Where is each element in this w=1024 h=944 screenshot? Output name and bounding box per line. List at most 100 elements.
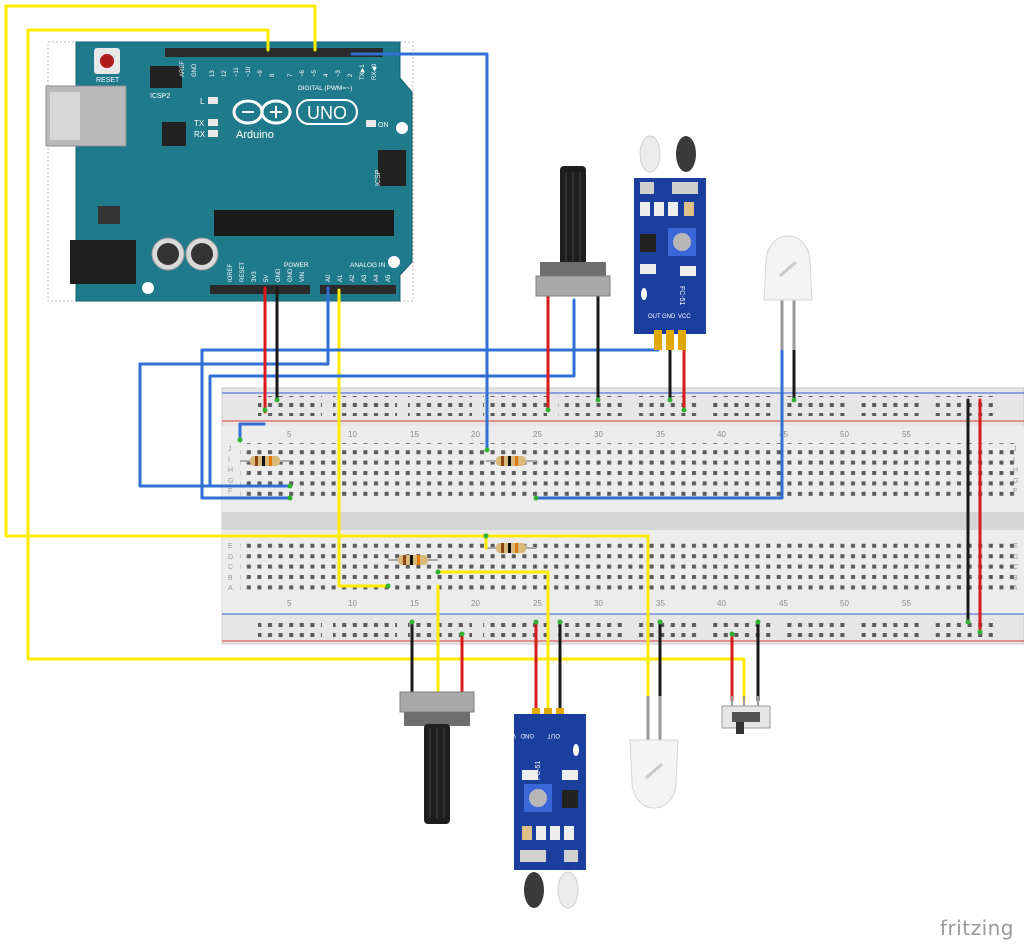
resistor	[486, 543, 536, 553]
yellow-wire	[337, 288, 390, 588]
row-letter: B	[1013, 575, 1018, 582]
pin-label: A0	[326, 274, 332, 282]
led-l-label: L	[200, 97, 205, 106]
wire-endpoints	[237, 397, 983, 637]
blue-wire	[350, 52, 489, 452]
resistor	[240, 456, 290, 466]
col-num: 45	[779, 430, 788, 439]
pin-label: ~5	[312, 69, 318, 77]
pin-label: A2	[350, 274, 356, 282]
white-led	[629, 696, 679, 809]
col-num: 35	[656, 430, 665, 439]
pin-label: GND	[662, 314, 676, 320]
col-num: 55	[902, 430, 911, 439]
blue-wire	[208, 298, 576, 488]
row-letter: D	[1013, 554, 1018, 561]
row-letter: I	[228, 457, 230, 464]
row-letter: H	[228, 467, 233, 474]
pin-label: 2	[348, 73, 354, 77]
col-num: 50	[840, 430, 849, 439]
yellow-wire	[436, 570, 550, 718]
ir-receiver-led	[524, 872, 544, 908]
pin-label: A1	[338, 274, 344, 282]
pin-label: GND	[192, 63, 198, 77]
dc-power-jack	[70, 240, 136, 284]
row-letter: F	[228, 488, 232, 495]
col-num: 25	[533, 599, 542, 608]
pin-label: GND	[520, 732, 534, 738]
row-letter: F	[1013, 488, 1017, 495]
row-letters: J I H G F E D C B A J I H G F E D C B A	[228, 446, 1018, 592]
sensor-model-label: FC-51	[535, 760, 542, 780]
ir-sensor-module: FC-51 OUT GND VCC	[634, 135, 706, 350]
row-letter: D	[228, 554, 233, 561]
on-led-label: ON	[378, 122, 389, 129]
black-wires	[275, 286, 970, 718]
icsp-label: ICSP	[375, 169, 382, 186]
pin-label: ~11	[234, 67, 240, 77]
red-wires	[263, 286, 982, 718]
pin-label: RESET	[240, 262, 246, 282]
slide-switch[interactable]	[721, 696, 771, 734]
pin-label: RX◀0	[372, 63, 378, 80]
analog-pin-labels: A0 A1 A2 A3 A4 A5	[326, 274, 392, 282]
reset-label: RESET	[96, 77, 120, 84]
pin-label: 7	[288, 73, 294, 77]
pin-label: TX▶1	[360, 64, 366, 80]
pin-label: 4	[324, 73, 330, 77]
pin-label: A5	[386, 274, 392, 282]
col-num: 5	[287, 599, 292, 608]
power-pin-labels: IOREF RESET 3V3 5V GND GND VIN	[228, 262, 306, 282]
resistors	[240, 456, 536, 565]
reset-button[interactable]	[94, 48, 120, 74]
pin-label: 8	[270, 73, 276, 77]
arduino-uno-board: RESET ICSP 2 L TX RX ON	[45, 41, 414, 302]
row-letter: A	[228, 585, 233, 592]
yellow-wire	[4, 4, 650, 698]
pin-label: VCC	[678, 314, 691, 320]
row-letter: I	[1013, 457, 1015, 464]
digital-pin-labels: AREF GND 13 12 ~11 ~10 ~9 8 7 ~6 ~5 4 ~3…	[180, 61, 378, 80]
pin-label: 12	[222, 70, 228, 77]
row-letter: G	[228, 478, 233, 485]
analog-header-label: ANALOG IN	[350, 262, 386, 269]
col-num: 10	[348, 599, 357, 608]
row-letter: J	[1013, 446, 1017, 453]
ir-emitter-led	[639, 135, 661, 173]
row-letter: C	[1013, 564, 1018, 571]
col-num: 30	[594, 430, 603, 439]
pin-label: VCC	[503, 732, 516, 738]
row-letter: C	[228, 564, 233, 571]
pin-label: AREF	[180, 61, 186, 77]
led-rx-label: RX	[194, 130, 206, 139]
col-num: 40	[717, 599, 726, 608]
row-letter: J	[228, 446, 232, 453]
blue-wire	[534, 348, 784, 500]
pin-label: VIN	[300, 272, 306, 282]
arduino-brand-label: Arduino	[236, 129, 274, 141]
col-num: 25	[533, 430, 542, 439]
sensor-model-label: FC-51	[678, 286, 685, 306]
row-letter: H	[1013, 467, 1018, 474]
potentiometer[interactable]	[399, 691, 475, 824]
arduino-logo: UNO Arduino	[232, 99, 358, 141]
blue-wire	[238, 422, 266, 442]
digital-header-label: DIGITAL (PWM=~)	[298, 85, 352, 92]
col-num: 55	[902, 599, 911, 608]
potentiometer[interactable]	[535, 166, 611, 297]
row-letter: A	[1013, 585, 1018, 592]
col-num: 5	[287, 430, 292, 439]
pin-label: GND	[276, 268, 282, 282]
row-letter: E	[1013, 543, 1018, 550]
resistor	[486, 456, 536, 466]
uno-label: UNO	[307, 103, 347, 123]
pin-label: ~9	[258, 69, 264, 77]
digital-header	[165, 48, 383, 57]
column-numbers: 5 10 15 20 25 30 35 40 45 50 55 5 10 15 …	[287, 430, 911, 608]
pin-label: A3	[362, 274, 368, 282]
col-num: 30	[594, 599, 603, 608]
led-tx-label: TX	[194, 119, 205, 128]
col-num: 40	[717, 430, 726, 439]
pin-label: A4	[374, 274, 380, 282]
